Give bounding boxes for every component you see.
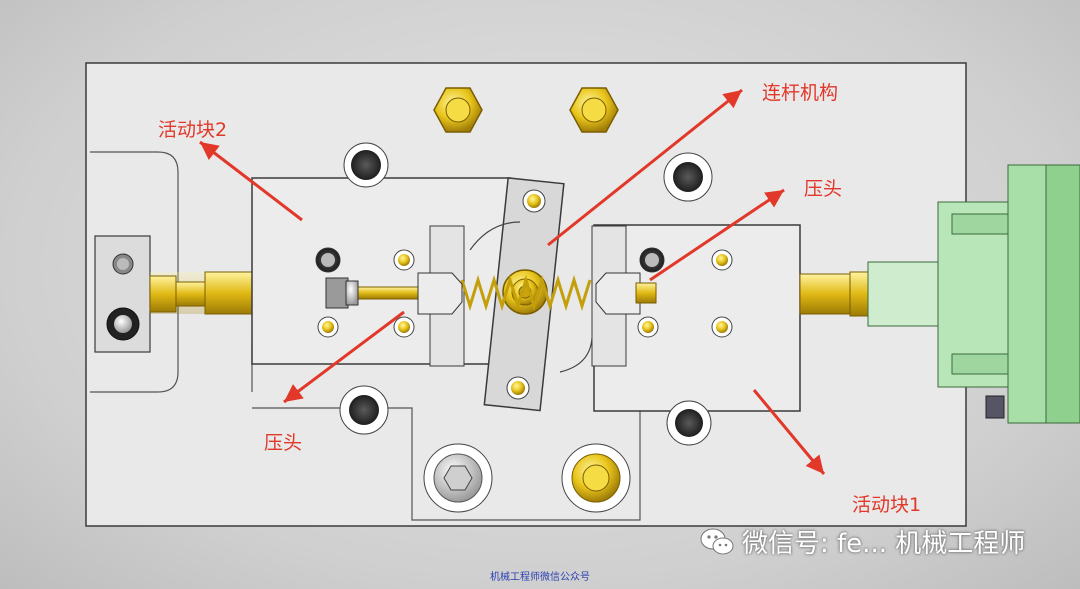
top-bolt-right (569, 87, 619, 133)
right-rod (799, 273, 851, 315)
caption: 机械工程师微信公众号 (490, 572, 590, 583)
actuator (867, 164, 1080, 424)
label-linkage: 连杆机构 (762, 82, 839, 104)
wechat-icon (700, 528, 734, 554)
bottom-bolt-right (561, 443, 631, 513)
spring (460, 274, 592, 312)
annotation-arrows (199, 88, 826, 475)
top-bolt-left (433, 87, 483, 133)
press-head-left (417, 272, 463, 315)
press-head-right (595, 272, 641, 315)
watermark: 微信号: fe... 机械工程师 (700, 523, 1025, 560)
bottom-bolt-left (423, 443, 493, 513)
watermark-text: 微信号: fe... 机械工程师 (742, 529, 1026, 559)
label-movable-block-1: 活动块1 (852, 494, 922, 516)
movable-block-1 (593, 224, 801, 412)
movable-block-2 (251, 177, 511, 365)
label-press-head-top: 压头 (804, 178, 843, 200)
label-movable-block-2: 活动块2 (158, 119, 228, 141)
label-press-head-bottom: 压头 (264, 432, 303, 454)
center-rod-left (349, 286, 421, 300)
